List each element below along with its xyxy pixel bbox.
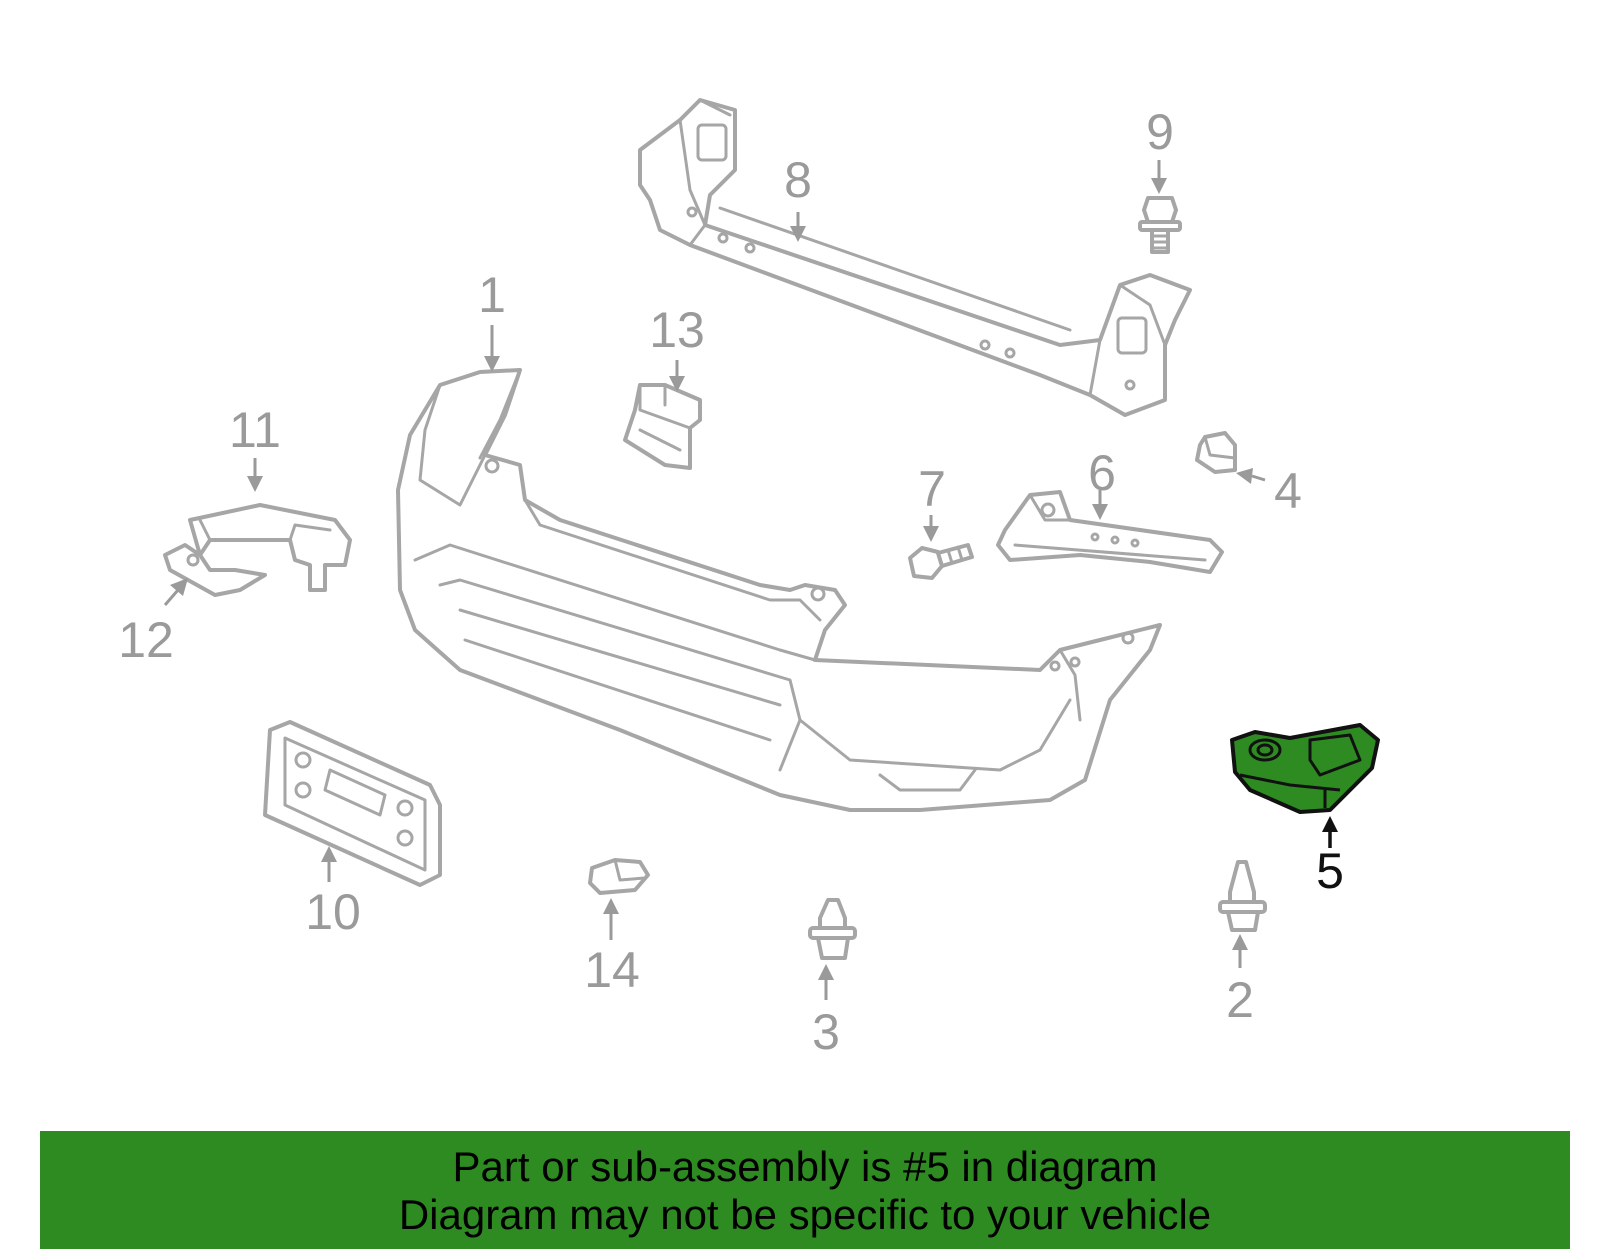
part-11-side-bracket xyxy=(188,503,352,592)
callout-14: 14 xyxy=(584,942,640,998)
part-1-bumper-cover xyxy=(396,368,1162,812)
part-2-push-clip xyxy=(1218,860,1267,932)
part-8-reinforcement-beam xyxy=(638,98,1192,417)
callout-9: 9 xyxy=(1146,104,1174,160)
callout-3: 3 xyxy=(812,1004,840,1060)
part-6-spacer-bracket xyxy=(996,490,1224,574)
callout-4: 4 xyxy=(1274,463,1302,519)
callout-8: 8 xyxy=(784,152,812,208)
banner-line-2: Diagram may not be specific to your vehi… xyxy=(398,1191,1212,1238)
callout-13: 13 xyxy=(649,302,705,358)
callout-10: 10 xyxy=(305,884,361,940)
part-12-retainer xyxy=(163,543,267,597)
callout-12: 12 xyxy=(118,612,174,668)
callout-11: 11 xyxy=(229,402,281,458)
callout-5: 5 xyxy=(1316,843,1344,899)
part-14-clip xyxy=(588,858,650,895)
part-5-highlighted-bracket xyxy=(1230,723,1380,814)
info-banner: Part or sub-assembly is #5 in diagram Di… xyxy=(40,1131,1570,1249)
callout-6: 6 xyxy=(1088,445,1116,501)
callout-7: 7 xyxy=(918,461,946,517)
part-10-license-plate-bracket xyxy=(263,720,442,887)
part-4-clip xyxy=(1195,431,1237,474)
part-7-bolt xyxy=(908,543,974,580)
part-9-flange-bolt xyxy=(1138,196,1182,254)
banner-line-1: Part or sub-assembly is #5 in diagram xyxy=(452,1143,1158,1190)
part-3-push-clip xyxy=(808,898,857,960)
callout-2: 2 xyxy=(1226,972,1254,1028)
callout-1: 1 xyxy=(478,267,506,323)
part-13-bracket xyxy=(623,383,702,470)
leader-arrows xyxy=(163,160,1338,1000)
